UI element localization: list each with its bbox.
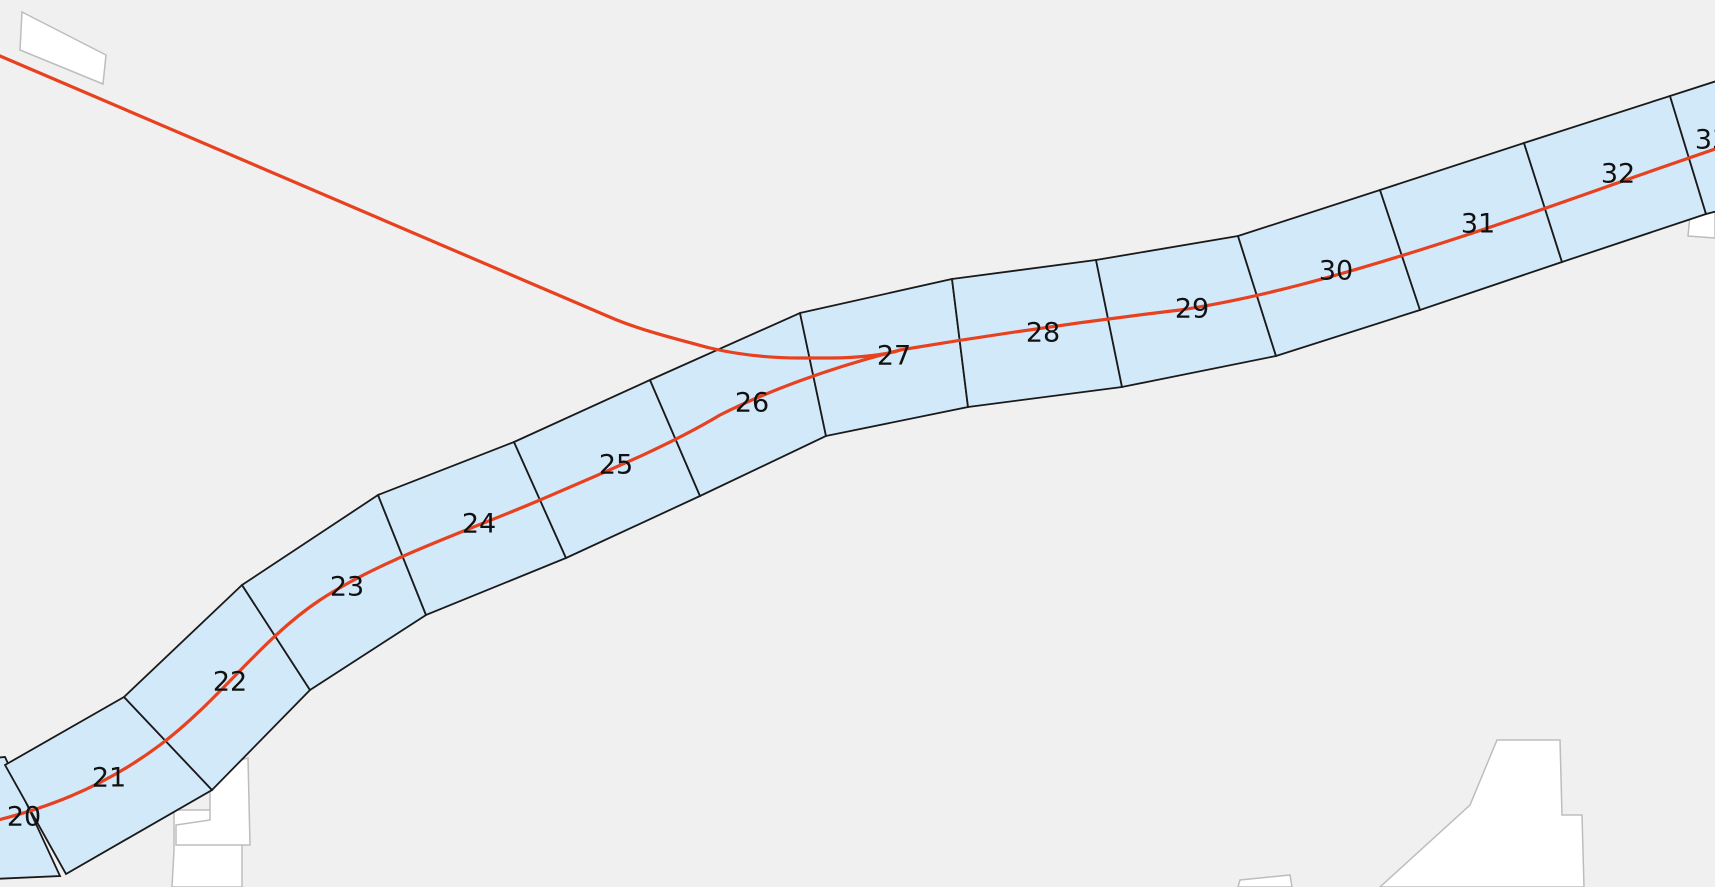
segment-33[interactable]	[1668, 67, 1715, 216]
labels-layer: 20 21 22 23 24 25 26 27 28 29 30 31 32 3…	[7, 125, 1715, 833]
segment-label-29: 29	[1175, 294, 1209, 325]
route-line-branch[interactable]	[0, 54, 902, 360]
segment-label-25: 25	[599, 450, 633, 481]
building	[19, 10, 107, 86]
segment-label-30: 30	[1319, 256, 1353, 287]
route-line-main[interactable]	[0, 147, 1715, 822]
building	[175, 757, 251, 846]
segment-label-32: 32	[1601, 159, 1635, 190]
segment-label-23: 23	[330, 572, 364, 603]
segment-label-27: 27	[877, 341, 911, 372]
route-layer	[0, 54, 1715, 822]
segment-label-33: 33	[1695, 125, 1715, 156]
buildings-layer	[19, 10, 1715, 887]
segments-layer	[0, 67, 1715, 880]
segment-label-31: 31	[1461, 209, 1495, 240]
building	[1378, 739, 1585, 887]
segment-label-24: 24	[462, 509, 496, 540]
segment-label-26: 26	[735, 388, 769, 419]
segment-label-28: 28	[1026, 318, 1060, 349]
segment-label-22: 22	[213, 667, 247, 698]
segment-label-20: 20	[7, 802, 41, 833]
segment-label-21: 21	[92, 763, 126, 794]
segment-20[interactable]	[0, 756, 62, 880]
building	[1237, 874, 1293, 887]
